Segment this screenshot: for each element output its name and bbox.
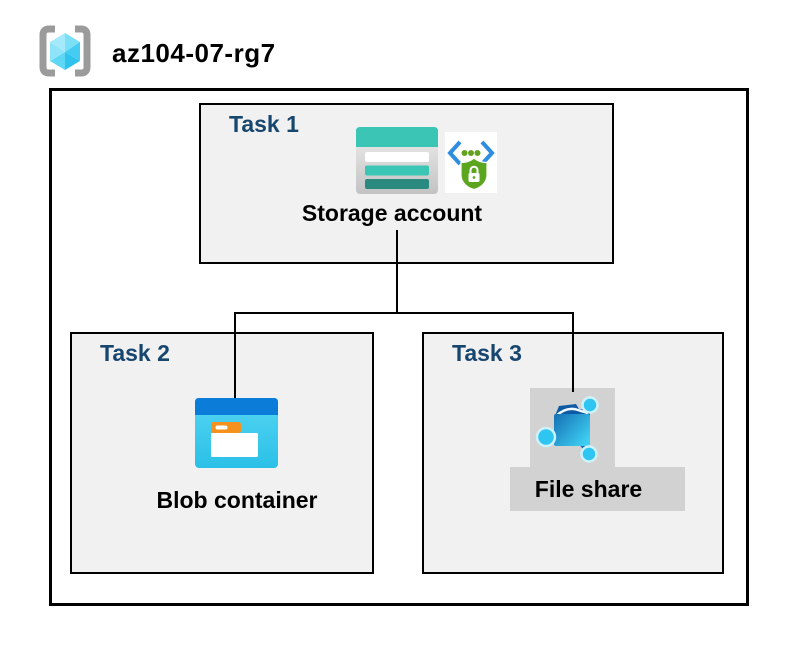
resource-group-name: az104-07-rg7 — [112, 38, 276, 68]
storage-account-icon — [356, 127, 438, 194]
blob-container-icon — [195, 398, 278, 468]
task-2-label: Task 2 — [100, 340, 170, 366]
task-1-label: Task 1 — [229, 111, 299, 137]
connector-to-blob-container — [234, 312, 236, 398]
file-share-label: File share — [534, 476, 643, 502]
file-share-label-band: File share — [510, 467, 685, 511]
resource-group-header: az104-07-rg7 — [0, 0, 788, 88]
connector-horizontal — [234, 312, 574, 314]
resource-group-icon — [39, 25, 91, 77]
task-3-label: Task 3 — [452, 340, 522, 366]
file-share-icon — [535, 396, 599, 463]
storage-account-label: Storage account — [301, 200, 483, 226]
task-1-box: Task 1 Storage account — [199, 103, 614, 264]
blob-container-label: Blob container — [156, 487, 318, 513]
sas-shield-icon — [445, 132, 497, 193]
connector-storage-trunk — [396, 230, 398, 313]
connector-to-file-share — [572, 312, 574, 392]
task-2-box: Task 2 Blob container — [70, 332, 374, 574]
